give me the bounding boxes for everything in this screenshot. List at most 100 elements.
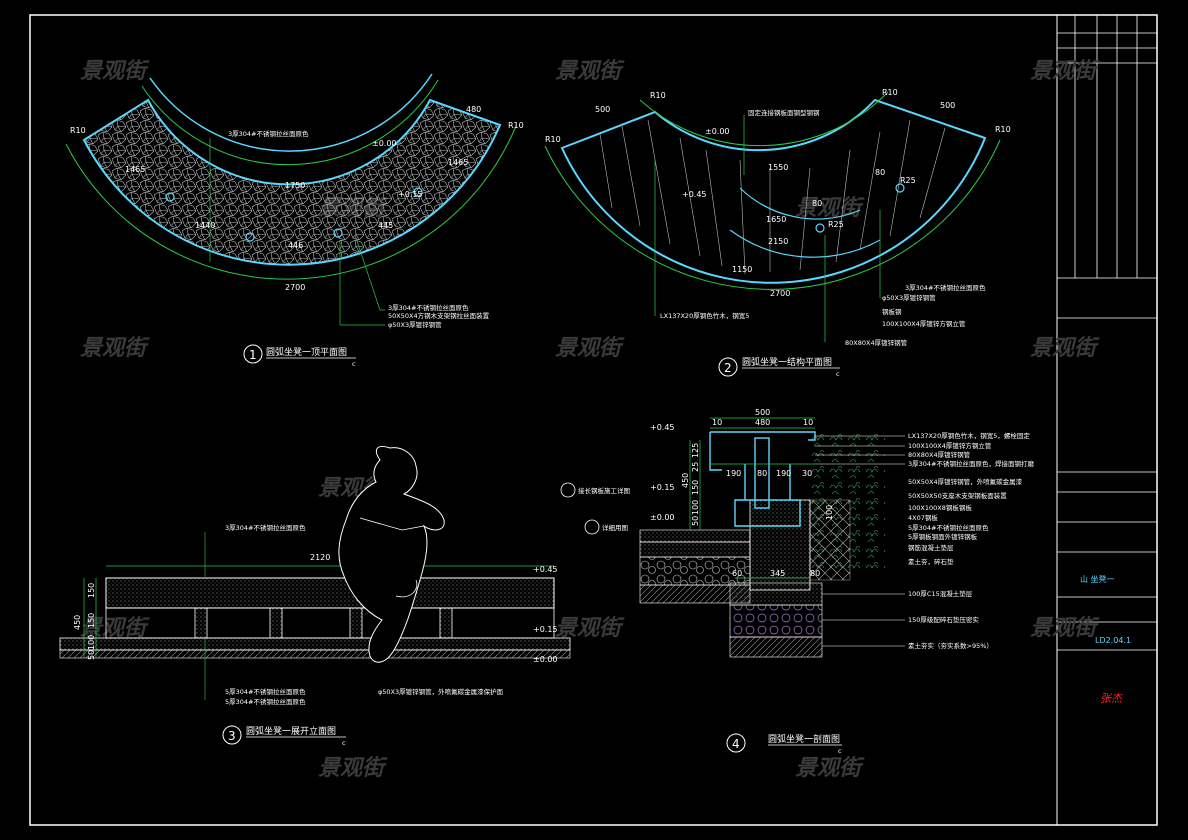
- note: 3厚304#不锈钢拉丝面原色: [905, 283, 986, 292]
- dim: 345: [770, 569, 785, 578]
- callout: 详细用图: [602, 523, 628, 532]
- watermark: 景观街: [555, 616, 625, 641]
- level: +0.15: [650, 483, 675, 492]
- watermark: 景观街: [795, 756, 865, 781]
- dim: 150: [87, 613, 96, 628]
- watermark: 景观街: [555, 59, 625, 84]
- drawing-number: 4: [732, 737, 740, 751]
- title-block-rows: [1057, 15, 1157, 651]
- watermarks: 景观街 景观街 景观街 景观街 景观街 景观街 景观街 景观街 景观街 景观街 …: [80, 59, 1100, 781]
- dim: 500: [755, 408, 770, 417]
- note: 100X100X4厚镀锌方钢立管: [882, 319, 966, 328]
- drawing-title: 圆弧坐凳一顶平面图: [266, 346, 347, 358]
- plan-2-structure-view: 500 R10 R10 R10 500 R10 1550 2150 2700 R…: [544, 88, 1011, 347]
- dim: 500: [595, 105, 610, 114]
- title-block: [1056, 14, 1158, 826]
- level: ±0.00: [705, 127, 730, 136]
- note: 素土夯，碎石垫: [908, 557, 954, 566]
- watermark: 景观街: [80, 336, 150, 361]
- dim: 1465: [448, 158, 468, 167]
- note: 5厚304#不锈钢拉丝面原色: [908, 523, 989, 532]
- dim: 80: [875, 168, 885, 177]
- note: 100X100X4厚镀锌方钢立管: [908, 441, 992, 450]
- title-block-drawing-number: LD2.04.1: [1095, 636, 1131, 645]
- note: 5厚304#不锈钢拉丝面原色: [225, 697, 306, 706]
- note: 80X80X4厚镀锌钢管: [845, 338, 908, 347]
- drawing-titles: 1 圆弧坐凳一顶平面图 c 2 圆弧坐凳一结构平面图 c 3 圆弧坐凳一展开立面…: [222, 344, 842, 755]
- watermark: 景观街: [80, 59, 150, 84]
- note: φ50X3厚镀锌钢管，外喷氟碳金属漆保护面: [378, 687, 504, 696]
- note: 4X07钢板: [908, 513, 938, 522]
- title-block-drawing-name: 山 坐凳一: [1080, 574, 1115, 584]
- dim: 50: [87, 650, 96, 660]
- dim: 2700: [285, 283, 305, 292]
- dim: 25: [691, 462, 700, 472]
- dim: 190: [776, 469, 791, 478]
- drawing-title: 圆弧坐凳一展开立面图: [246, 725, 336, 737]
- dim: R10: [508, 121, 524, 130]
- drawing-title: 圆弧坐凳一剖面图: [768, 733, 840, 745]
- note: 钢板钢: [882, 307, 902, 316]
- dim: 100: [87, 635, 96, 650]
- note: 150厚级配碎石垫压密实: [908, 615, 979, 624]
- drawing-number: 2: [724, 361, 732, 375]
- watermark: 景观街: [1030, 336, 1100, 361]
- dim: 1750: [285, 181, 305, 190]
- dim: 50: [691, 516, 700, 526]
- plan-1-top-view: R10 R10 480 1750 2700 1465 1465 1440 446…: [65, 73, 524, 329]
- note: 3厚304#不锈钢拉丝面原色: [228, 129, 309, 138]
- note: 100厚C15混凝土垫层: [908, 589, 973, 598]
- dim: 1150: [732, 265, 752, 274]
- note: 80X80X4厚镀锌钢管: [908, 450, 971, 459]
- note: 钢筋混凝土垫层: [908, 543, 954, 552]
- note: 3厚304#不锈钢拉丝面原色: [388, 303, 469, 312]
- note: LX137X20厚钢色竹木，钢宽5，螺栓固定: [908, 431, 1030, 440]
- dim: 150: [87, 583, 96, 598]
- dim: 10: [803, 418, 813, 427]
- note: φ50X3厚镀锌钢管: [882, 293, 936, 302]
- dim: 446: [288, 241, 303, 250]
- dim: 80: [757, 469, 767, 478]
- dim: 30: [802, 469, 812, 478]
- watermark: 景观街: [1030, 59, 1100, 84]
- note: 5厚304#不锈钢拉丝面原色: [225, 687, 306, 696]
- dim: R10: [70, 126, 86, 135]
- callout: 接长钢板施工详图: [578, 486, 630, 495]
- dim: 1465: [125, 165, 145, 174]
- level: +0.15: [398, 190, 423, 199]
- note: 50X50X4厚镀锌钢管，外喷氟碳金属漆: [908, 477, 1023, 486]
- scale-mark: c: [342, 739, 346, 747]
- dim: 100: [691, 500, 700, 515]
- scale-mark: c: [352, 360, 356, 368]
- dim: 10: [712, 418, 722, 427]
- dim: 480: [755, 418, 770, 427]
- dim: 2150: [768, 237, 788, 246]
- elevation-3-unfolded: 2120 150 450 150 100 50 +0.45 +0.15 ±0.0…: [59, 446, 571, 706]
- watermark: 景观街: [555, 336, 625, 361]
- note: 100X100X8钢板钢板: [908, 503, 972, 512]
- scale-mark: c: [838, 747, 842, 755]
- note: 素土夯实（夯实系数>95%）: [908, 641, 993, 650]
- note: 50X50X4方钢木支架钢拉丝面装置: [388, 311, 490, 320]
- level: +0.15: [533, 625, 558, 634]
- drawing-title: 圆弧坐凳一结构平面图: [742, 356, 832, 368]
- dim: R25: [900, 176, 916, 185]
- drawing-number: 1: [249, 348, 257, 362]
- section-4: 500 10 480 10 190 80 190 30 125 25 150 4…: [560, 408, 1034, 658]
- note: 3厚304#不锈钢拉丝面原色: [225, 523, 306, 532]
- level: +0.45: [650, 423, 675, 432]
- level: ±0.00: [533, 655, 558, 664]
- dim: R10: [882, 88, 898, 97]
- watermark: 景观街: [795, 196, 865, 221]
- note: 固定连接钢板面钢型钢钢: [748, 108, 820, 117]
- dim: 2700: [770, 289, 790, 298]
- dim: R10: [650, 91, 666, 100]
- dim: 80: [812, 199, 822, 208]
- note: LX137X20厚钢色竹木，钢宽5: [660, 311, 749, 320]
- dim: 2120: [310, 553, 330, 562]
- dim: 1650: [766, 215, 786, 224]
- dim: 80: [810, 569, 820, 578]
- watermark: 景观街: [1030, 616, 1100, 641]
- watermark: 景观街: [318, 756, 388, 781]
